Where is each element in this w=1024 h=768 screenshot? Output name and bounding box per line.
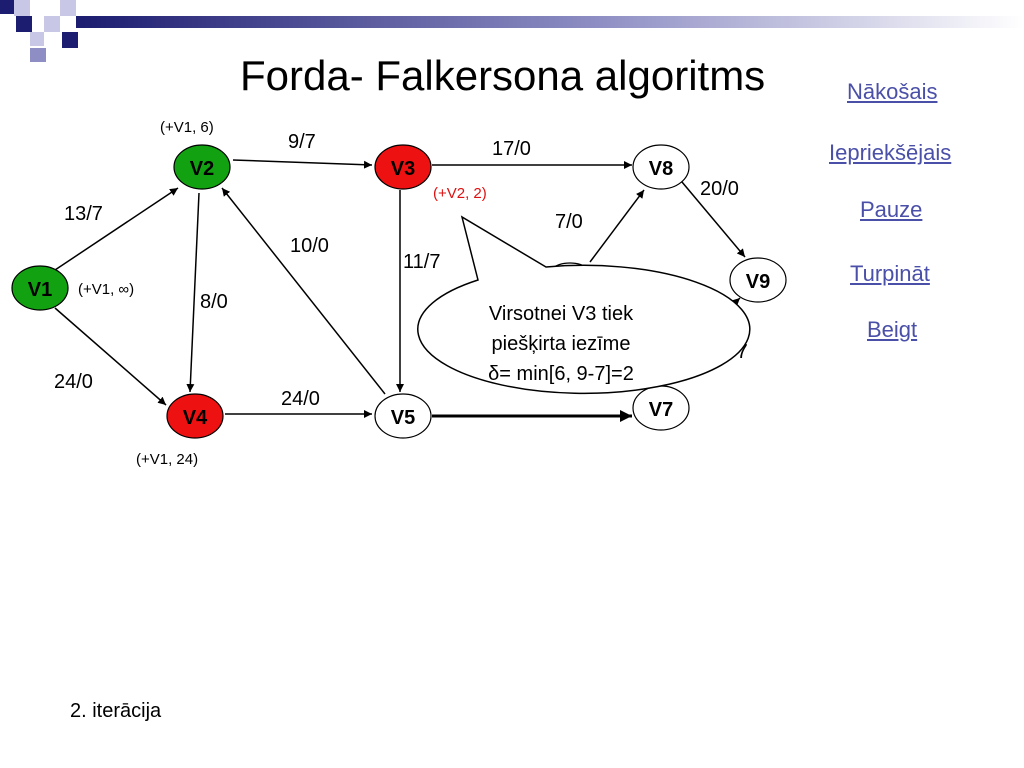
node-v4 [166,393,224,439]
edge-v1-v4 [54,307,167,406]
edge-label-v2-v4: 8/0 [200,291,228,313]
callout-line-3: δ= min[6, 9-7]=2 [488,363,634,385]
node-v8 [632,144,690,190]
edge-label-v2-v3: 9/7 [288,131,316,153]
edge-label-v1-v4: 24/0 [54,371,93,393]
edge-label-to-v8: 7/0 [555,211,583,233]
edge-v1-v2 [54,187,179,271]
node-v9-label: V9 [746,271,770,293]
node-v9 [729,257,787,303]
node-v2-label: V2 [190,158,214,180]
callout-line-1: Virsotnei V3 tiek [489,303,634,325]
edge-v8-v9 [681,181,746,258]
edge-label-v8-v9: 20/0 [700,178,739,200]
edge-label-v4-v5: 24/0 [281,388,320,410]
edge-label-v3-v8: 17/0 [492,138,531,160]
node-label-mark-v2: (+V1, 6) [160,119,214,136]
node-v3-label: V3 [391,158,415,180]
edge-v2-v3 [232,159,373,169]
node-v4-label: V4 [183,407,208,429]
next-link[interactable]: Nākošais [847,79,938,104]
edge-label-v5-v2: 10/0 [290,235,329,257]
header-decoration [0,0,1024,62]
iteration-label: 2. iterācija [70,700,162,722]
edge-label-v3-v5: 11/7 [403,251,440,273]
node-label-mark-v3: (+V2, 2) [433,185,487,202]
node-v7-label: V7 [649,399,673,421]
callout-line-2: piešķirta iezīme [492,333,631,355]
node-v5-label: V5 [391,407,415,429]
pause-link[interactable]: Pauze [860,197,923,222]
edge-to-v8 [589,189,645,263]
edge-label-v1-v2: 13/7 [64,203,103,225]
edge-v5-v2 [221,187,386,395]
end-link[interactable]: Beigt [867,317,918,342]
callout-bubble [417,215,751,395]
node-v5 [374,393,432,439]
node-v8-label: V8 [649,158,673,180]
previous-link[interactable]: Iepriekšējais [829,140,952,165]
edge-v2-v4 [186,192,200,393]
slide-title: Forda- Falkersona algoritms [240,52,766,99]
node-label-mark-v1: (+V1, ∞) [78,281,134,298]
continue-link[interactable]: Turpināt [850,261,930,286]
node-label-mark-v4: (+V1, 24) [136,451,198,468]
node-v2 [173,144,231,190]
node-v3 [374,144,432,190]
node-v1 [11,265,69,311]
node-v1-label: V1 [28,279,52,301]
